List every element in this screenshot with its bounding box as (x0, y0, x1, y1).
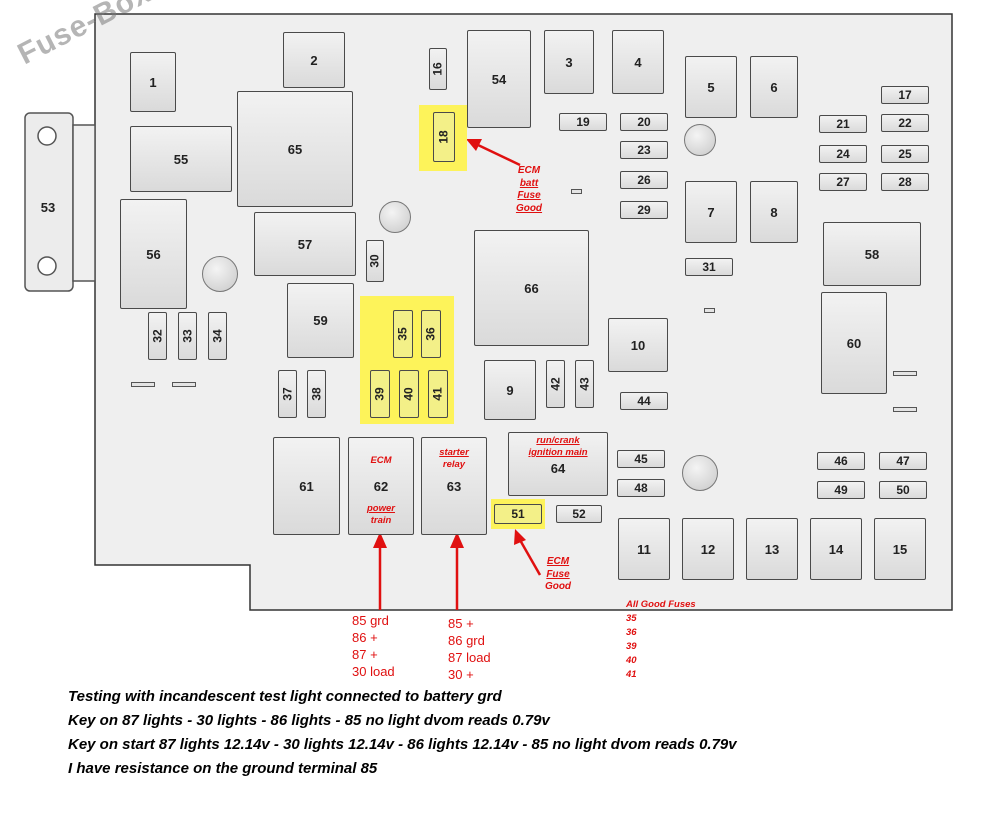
relay-6[interactable]: 6 (750, 56, 798, 118)
ecm-power-train-label: power train (367, 503, 395, 526)
fuse-23[interactable]: 23 (620, 141, 668, 159)
relay-64[interactable]: 64 (508, 432, 608, 496)
relay-60[interactable]: 60 (821, 292, 887, 394)
relay-12[interactable]: 12 (682, 518, 734, 580)
marker (131, 382, 155, 387)
relay-58[interactable]: 58 (823, 222, 921, 286)
relay-61[interactable]: 61 (273, 437, 340, 535)
note-line-3: Key on start 87 lights 12.14v - 30 light… (68, 736, 737, 753)
fuse-44[interactable]: 44 (620, 392, 668, 410)
fuse-32[interactable]: 32 (148, 312, 167, 360)
mount-hole (379, 201, 411, 233)
note-line-2: Key on 87 lights - 30 lights - 86 lights… (68, 712, 550, 729)
note-line-4: I have resistance on the ground terminal… (68, 760, 378, 777)
fuse-42[interactable]: 42 (546, 360, 565, 408)
fuse-43[interactable]: 43 (575, 360, 594, 408)
fuse-18[interactable]: 18 (433, 112, 455, 162)
relay-3[interactable]: 3 (544, 30, 594, 94)
relay-14[interactable]: 14 (810, 518, 862, 580)
fuse-33[interactable]: 33 (178, 312, 197, 360)
fuse-22[interactable]: 22 (881, 114, 929, 132)
relay-63-pins: 85 + 86 grd 87 load 30 + (448, 616, 491, 682)
relay-10[interactable]: 10 (608, 318, 668, 372)
fuse-26[interactable]: 26 (620, 171, 668, 189)
fuse-50[interactable]: 50 (879, 481, 927, 499)
fuse-36[interactable]: 36 (421, 310, 441, 358)
fuse-51[interactable]: 51 (494, 504, 542, 524)
fuse-45[interactable]: 45 (617, 450, 665, 468)
fuse-46[interactable]: 46 (817, 452, 865, 470)
relay-56[interactable]: 56 (120, 199, 187, 309)
mount-hole (682, 455, 718, 491)
relay-55[interactable]: 55 (130, 126, 232, 192)
fuse-49[interactable]: 49 (817, 481, 865, 499)
fuse-48[interactable]: 48 (617, 479, 665, 497)
fuse-28[interactable]: 28 (881, 173, 929, 191)
fuse-38[interactable]: 38 (307, 370, 326, 418)
relay-7[interactable]: 7 (685, 181, 737, 243)
marker (571, 189, 582, 194)
relay-2[interactable]: 2 (283, 32, 345, 88)
relay-9[interactable]: 9 (484, 360, 536, 420)
mount-hole (684, 124, 716, 156)
relay-59[interactable]: 59 (287, 283, 354, 358)
fuse-34[interactable]: 34 (208, 312, 227, 360)
relay-1[interactable]: 1 (130, 52, 176, 112)
ecm-power-label: ECM (370, 455, 392, 466)
marker (893, 371, 917, 376)
relay-62-pins: 85 grd 86 + 87 + 30 load (352, 613, 395, 679)
relay-65[interactable]: 65 (237, 91, 353, 207)
fuse-37[interactable]: 37 (278, 370, 297, 418)
ecm-fuse-note: ECM Fuse Good (544, 556, 572, 592)
fuse-31[interactable]: 31 (685, 258, 733, 276)
fuse-30[interactable]: 30 (366, 240, 384, 282)
relay-13[interactable]: 13 (746, 518, 798, 580)
fuse-27[interactable]: 27 (819, 173, 867, 191)
mount-hole (202, 256, 238, 292)
marker (172, 382, 196, 387)
relay-8[interactable]: 8 (750, 181, 798, 243)
note-line-1: Testing with incandescent test light con… (68, 688, 502, 705)
marker (704, 308, 715, 313)
fuse-39[interactable]: 39 (370, 370, 390, 418)
relay-57[interactable]: 57 (254, 212, 356, 276)
fuse-35[interactable]: 35 (393, 310, 413, 358)
fuse-17[interactable]: 17 (881, 86, 929, 104)
relay-15[interactable]: 15 (874, 518, 926, 580)
relay-66[interactable]: 66 (474, 230, 589, 346)
relay-11[interactable]: 11 (618, 518, 670, 580)
fuse-25[interactable]: 25 (881, 145, 929, 163)
fuse-53[interactable]: 53 (40, 199, 56, 215)
fuse-47[interactable]: 47 (879, 452, 927, 470)
fuse-21[interactable]: 21 (819, 115, 867, 133)
relay-4[interactable]: 4 (612, 30, 664, 94)
fuse-16[interactable]: 16 (429, 48, 447, 90)
fuse-19[interactable]: 19 (559, 113, 607, 131)
run-crank-label: run/crank ignition main (528, 435, 588, 458)
good-fuses-list: All Good Fuses 35 36 39 40 41 (626, 599, 696, 680)
relay-54[interactable]: 54 (467, 30, 531, 128)
fuse-24[interactable]: 24 (819, 145, 867, 163)
ecm-batt-note: ECM batt Fuse Good (515, 165, 543, 214)
relay-5[interactable]: 5 (685, 56, 737, 118)
fuse-40[interactable]: 40 (399, 370, 419, 418)
marker (893, 407, 917, 412)
starter-relay-label: starter relay (439, 447, 469, 470)
fuse-52[interactable]: 52 (556, 505, 602, 523)
fuse-20[interactable]: 20 (620, 113, 668, 131)
fuse-41[interactable]: 41 (428, 370, 448, 418)
relay-62[interactable]: 62 (348, 437, 414, 535)
fuse-29[interactable]: 29 (620, 201, 668, 219)
relay-63[interactable]: 63 (421, 437, 487, 535)
